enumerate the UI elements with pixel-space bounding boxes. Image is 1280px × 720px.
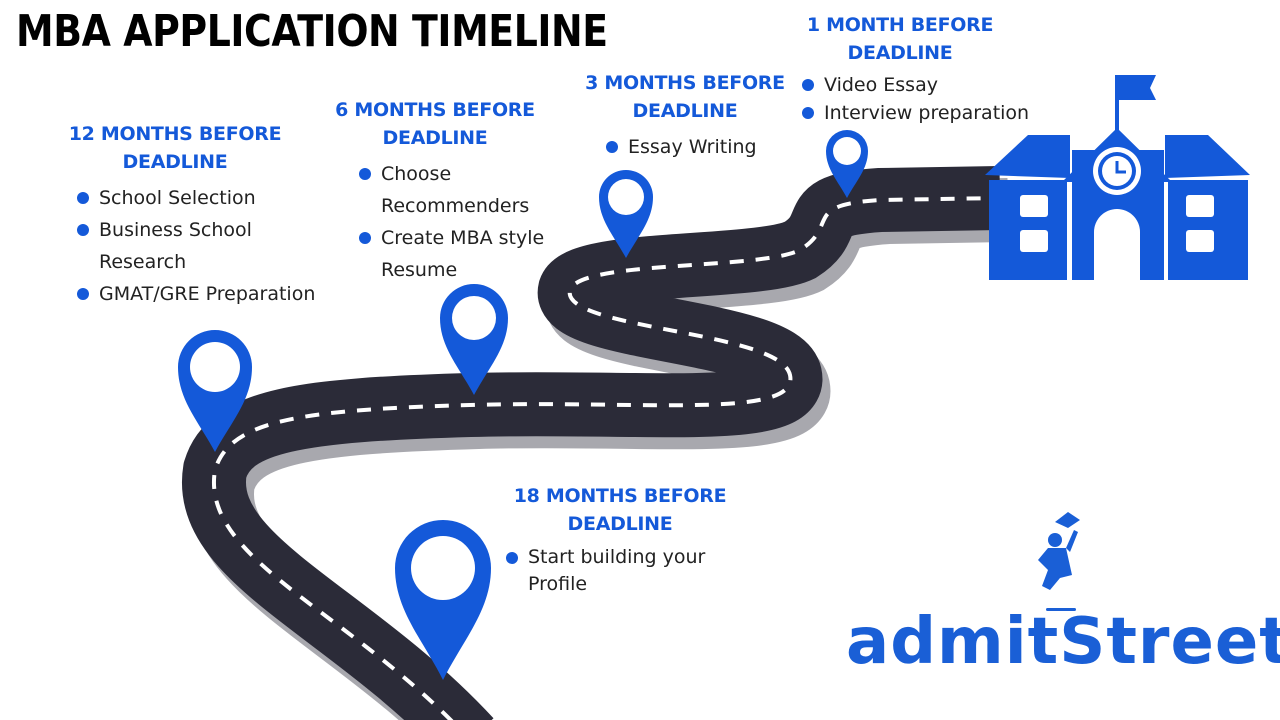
bullet-icon	[506, 552, 518, 564]
stage-item-text: Choose Recommenders	[381, 163, 530, 217]
stage-item-text: School Selection	[99, 187, 256, 209]
stage-item: Create MBA style Resume	[359, 222, 559, 286]
stage-items: Essay Writing	[606, 131, 806, 163]
school-building-icon	[985, 75, 1250, 280]
stage-heading: 6 MONTHS BEFORE DEADLINE	[335, 99, 535, 149]
map-pin-icon	[395, 520, 491, 680]
stage-items: Choose Recommenders Create MBA style Res…	[359, 158, 559, 286]
bullet-icon	[802, 79, 814, 91]
stage-item-text: Create MBA style Resume	[381, 227, 545, 281]
stage-heading: 12 MONTHS BEFORE DEADLINE	[68, 123, 282, 173]
stage-items: School Selection Business School Researc…	[77, 182, 347, 310]
stage-18-months: 18 MONTHS BEFORE DEADLINE Start building…	[500, 482, 740, 598]
stage-1-month: 1 MONTH BEFORE DEADLINE Video Essay Inte…	[780, 11, 1029, 127]
stage-heading: 3 MONTHS BEFORE DEADLINE	[585, 72, 785, 122]
map-pin-icon	[440, 284, 508, 395]
stage-item: Start building your Profile	[506, 544, 716, 598]
stage-item: Interview preparation	[802, 99, 1052, 127]
stage-item: Essay Writing	[606, 131, 806, 163]
map-pin-icon	[178, 330, 252, 452]
bullet-icon	[802, 107, 814, 119]
stage-item: Choose Recommenders	[359, 158, 559, 222]
stage-item-text: GMAT/GRE Preparation	[99, 283, 316, 305]
bullet-icon	[359, 168, 371, 180]
bullet-icon	[77, 288, 89, 300]
stage-items: Start building your Profile	[506, 544, 716, 598]
bullet-icon	[359, 232, 371, 244]
stage-heading: 18 MONTHS BEFORE DEADLINE	[513, 485, 727, 535]
page-title: MBA APPLICATION TIMELINE	[16, 6, 608, 57]
stage-item-text: Essay Writing	[628, 136, 757, 158]
bullet-icon	[606, 141, 618, 153]
stage-12-months: 12 MONTHS BEFORE DEADLINE School Selecti…	[55, 120, 316, 310]
stage-item: Video Essay	[802, 71, 1052, 99]
map-pin-icon	[826, 130, 868, 198]
stage-item: School Selection	[77, 182, 347, 214]
stage-item-text: Video Essay	[824, 74, 938, 96]
bullet-icon	[77, 192, 89, 204]
stage-item: GMAT/GRE Preparation	[77, 278, 347, 310]
bullet-icon	[77, 224, 89, 236]
road-lane-markings	[211, 196, 1001, 720]
stage-item-text: Business School Research	[99, 219, 252, 273]
map-pin-icon	[599, 170, 653, 258]
stage-heading: 1 MONTH BEFORE DEADLINE	[806, 14, 994, 64]
stage-6-months: 6 MONTHS BEFORE DEADLINE Choose Recommen…	[315, 96, 555, 286]
stage-item-text: Interview preparation	[824, 102, 1030, 124]
stage-item: Business School Research	[77, 214, 279, 278]
stage-3-months: 3 MONTHS BEFORE DEADLINE Essay Writing	[565, 69, 805, 163]
brand-logo-text: admitStreet	[846, 605, 1280, 679]
stage-items: Video Essay Interview preparation	[802, 71, 1052, 127]
graduate-jumping-icon	[1038, 512, 1080, 611]
stage-item-text: Start building your Profile	[528, 546, 706, 595]
